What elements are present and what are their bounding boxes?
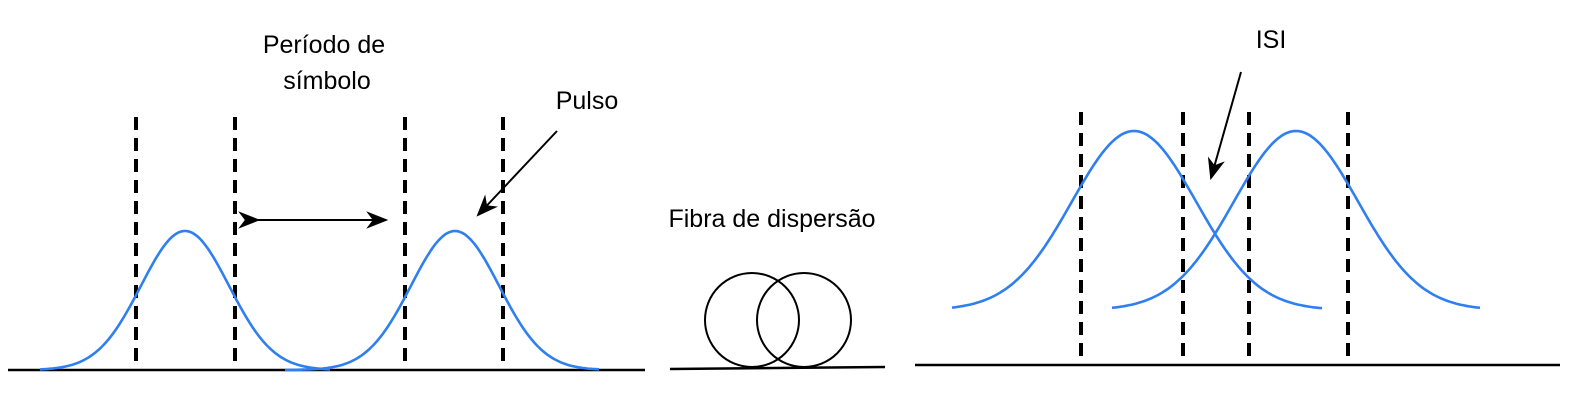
right-panel: ISI xyxy=(915,26,1560,367)
symbol-period-label-line1: Período de xyxy=(263,31,385,59)
isi-label: ISI xyxy=(1256,26,1287,54)
fiber-coil-loop-2 xyxy=(756,272,852,368)
fiber-label: Fibra de dispersão xyxy=(668,205,875,233)
isi-pointer-arrow xyxy=(1207,71,1242,181)
fiber-coil-loop-1 xyxy=(704,272,800,368)
middle-panel: Fibra de dispersão xyxy=(668,205,886,371)
left-pulse-2 xyxy=(285,229,600,372)
right-broadened-pulse-1 xyxy=(951,129,1323,310)
pulse-pointer-arrow xyxy=(476,130,558,217)
symbol-period-label-line2: símbolo xyxy=(283,67,371,95)
left-pulse-1 xyxy=(39,229,331,371)
fiber-baseline xyxy=(669,365,886,371)
pulse-label: Pulso xyxy=(556,87,619,115)
left-panel: Período de símbolo Pulso xyxy=(8,31,645,372)
right-broadened-pulse-2 xyxy=(1111,129,1481,310)
